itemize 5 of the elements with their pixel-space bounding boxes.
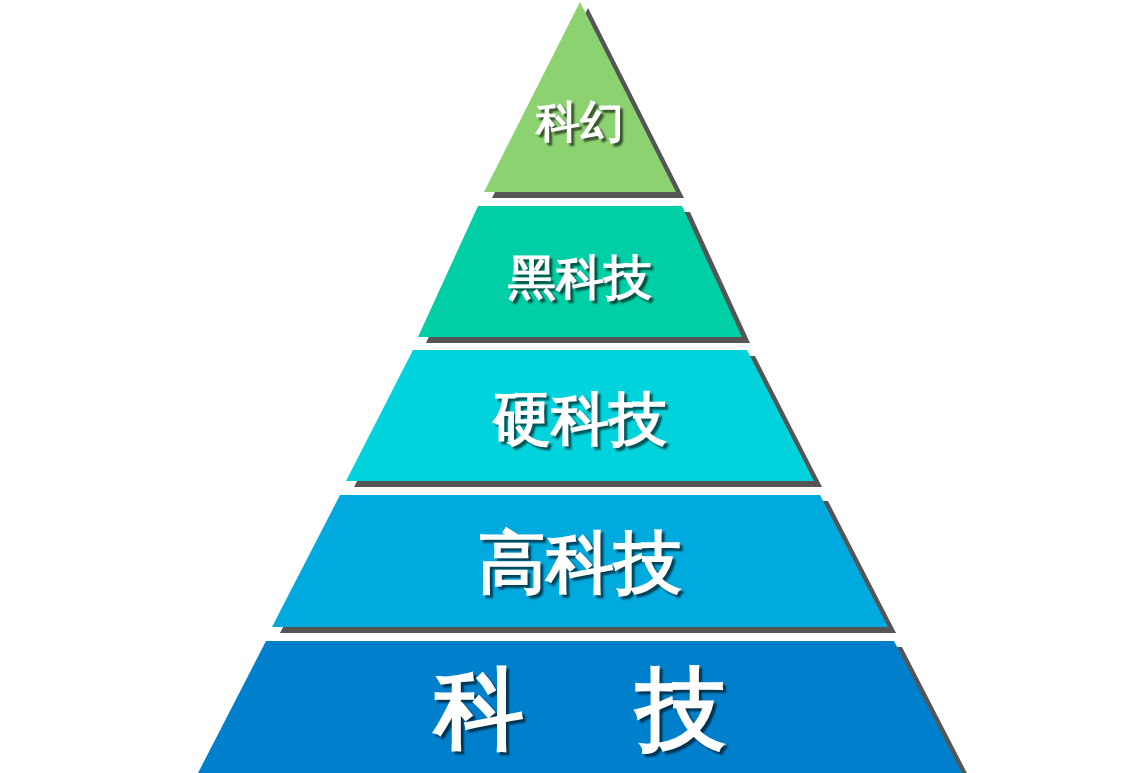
tier-label: 科幻 xyxy=(536,100,624,144)
tier-label: 黑科技 xyxy=(508,252,652,301)
tier-label: 高科技 xyxy=(478,529,682,597)
tier-label: 科 技 xyxy=(433,664,727,754)
tier-label: 硬科技 xyxy=(493,389,667,448)
